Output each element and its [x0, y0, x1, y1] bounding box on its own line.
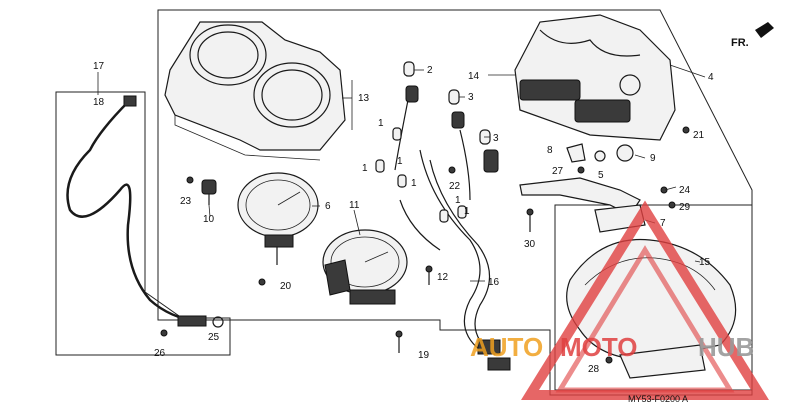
callout: 11	[349, 200, 360, 211]
callout: 25	[208, 332, 220, 343]
callout: 12	[437, 272, 449, 283]
wire-harness	[394, 89, 511, 371]
reset-knob	[201, 179, 217, 205]
meter-case-rear	[514, 14, 676, 141]
callout: 24	[679, 185, 691, 196]
callout: 21	[693, 130, 705, 141]
diagram-code: MY53-F0200 A	[628, 394, 688, 404]
speedometer	[237, 172, 319, 265]
direction-label: FR.	[731, 37, 749, 49]
callout: 2	[427, 65, 433, 76]
brackets	[519, 143, 646, 233]
callout: 5	[598, 170, 604, 181]
screws	[160, 126, 690, 364]
callout: 8	[547, 145, 553, 156]
tachometer	[322, 229, 408, 305]
callout: 19	[418, 350, 430, 361]
watermark-text-moto: MOTO	[560, 332, 638, 362]
callout: 10	[203, 214, 215, 225]
bulbs	[375, 61, 499, 223]
callout: 23	[180, 196, 192, 207]
callout: 3	[493, 133, 499, 144]
callout: 27	[552, 166, 564, 177]
callout: 1	[411, 178, 417, 189]
callout: 16	[488, 277, 500, 288]
callout: 13	[358, 93, 370, 104]
arrow-icon	[755, 22, 774, 38]
leader-lines	[97, 64, 706, 282]
callout: 15	[699, 257, 711, 268]
callout: 9	[650, 153, 656, 164]
callout: 20	[280, 281, 292, 292]
callout: 1	[464, 206, 470, 217]
callout: 1	[397, 156, 403, 167]
callout: 1	[455, 195, 461, 206]
callout: 26	[154, 348, 166, 359]
callout: 1	[362, 163, 368, 174]
watermark-text-auto: AUTO	[470, 332, 543, 362]
callout-labels: 17 18 2 3 3 13 14 4 21 1 1 1 1 1 1 22 8 …	[93, 61, 714, 375]
callout: 7	[660, 218, 666, 229]
callout: 30	[524, 239, 536, 250]
callout: 14	[468, 71, 480, 82]
speedometer-cable	[66, 95, 224, 328]
callout: 29	[679, 202, 691, 213]
callout: 22	[449, 181, 461, 192]
callout: 1	[378, 118, 384, 129]
callout: 17	[93, 61, 105, 72]
callout: 3	[468, 92, 474, 103]
watermark-triangle	[521, 200, 769, 400]
callout: 28	[588, 364, 600, 375]
callout: 18	[93, 97, 105, 108]
callout: 6	[325, 201, 331, 212]
watermark-text-hub: HUB	[698, 332, 754, 362]
callout: 4	[708, 72, 714, 83]
meter-case-front	[164, 21, 346, 161]
front-direction-indicator: FR.	[731, 22, 774, 49]
watermark: AUTO MOTO HUB	[470, 200, 769, 400]
